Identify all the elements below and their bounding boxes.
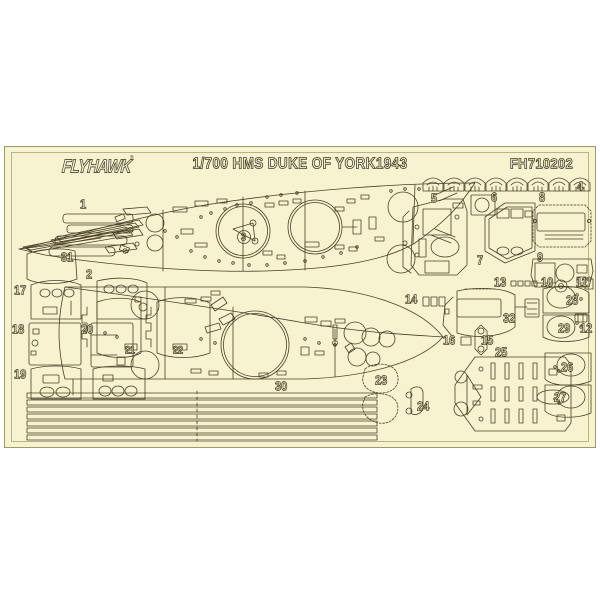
part-label-10: 10: [541, 275, 554, 291]
main-deck-lower: [59, 287, 443, 379]
part-13-strip: [511, 281, 537, 286]
bow-detail-part-1: [23, 207, 151, 256]
part-label-16: 16: [443, 333, 456, 349]
part-label-25: 25: [495, 345, 508, 361]
part-3-callout: [238, 231, 251, 244]
part-label-11: 11: [576, 275, 588, 291]
deckhouse-parts-21-22: [82, 298, 210, 358]
part-16: [461, 337, 471, 345]
part-14-strip: [423, 297, 445, 306]
part-6: [471, 195, 495, 215]
part-label-28: 28: [566, 293, 579, 309]
deck-strips-part-30: [27, 391, 377, 441]
part-label-19: 19: [14, 367, 27, 383]
page-title: 1/700 HMS DUKE OF YORK1943: [192, 154, 408, 173]
part-label-31: 31: [61, 250, 74, 266]
small-parts-left-column: [27, 249, 147, 399]
part-label-7: 7: [477, 253, 484, 269]
part-label-3: 3: [241, 230, 247, 243]
part-label-4: 4: [577, 179, 584, 195]
deck-panel-part-25: [454, 357, 571, 431]
crane-part-15: [475, 325, 487, 355]
part-label-23: 23: [375, 373, 388, 389]
part-label-21: 21: [125, 343, 136, 356]
fret-artwork: [5, 147, 596, 448]
part-label-12: 12: [580, 321, 593, 337]
panels-26-27: [545, 353, 591, 417]
part-label-5: 5: [431, 191, 438, 207]
part-label-13: 13: [494, 275, 507, 291]
part-label-1: 1: [80, 197, 87, 213]
part-12: [575, 314, 587, 322]
part-24: [406, 387, 423, 415]
part-label-22: 22: [173, 343, 184, 356]
superstructure-part-5: [403, 199, 467, 275]
hexagonal-deck-part-7: [485, 203, 535, 263]
part-label-8: 8: [539, 190, 546, 206]
part-label-9: 9: [537, 250, 544, 266]
turret-shield-row-part-4: [423, 178, 590, 191]
photoetch-fret-sheet: FLYHAWK ® 1/700 HMS DUKE OF YORK1943 FH7…: [4, 146, 596, 448]
part-label-15: 15: [481, 333, 494, 349]
lower-deck-fittings: [104, 291, 395, 379]
part-label-18: 18: [12, 322, 25, 338]
part-number: FH710202: [509, 154, 574, 173]
part-11: [585, 277, 593, 289]
part-label-20: 20: [81, 322, 94, 338]
part-label-29: 29: [558, 321, 571, 337]
upper-deck-fittings: [115, 187, 457, 273]
panels-28-29: [543, 286, 589, 342]
barbette-part-8: [533, 205, 591, 247]
part-label-32: 32: [503, 311, 516, 327]
fret-header: FLYHAWK ® 1/700 HMS DUKE OF YORK1943 FH7…: [5, 154, 595, 177]
part-label-30: 30: [275, 379, 288, 395]
funnel-part-32: [443, 288, 539, 336]
registered-trademark-icon: ®: [130, 155, 134, 161]
part-label-14: 14: [405, 292, 418, 308]
part-label-26: 26: [561, 360, 574, 376]
part-label-2: 2: [86, 267, 93, 283]
part-label-17: 17: [14, 283, 27, 299]
part-label-6: 6: [491, 190, 498, 206]
part-label-24: 24: [417, 399, 430, 415]
part-label-27: 27: [554, 390, 567, 406]
part-23: [363, 364, 398, 423]
